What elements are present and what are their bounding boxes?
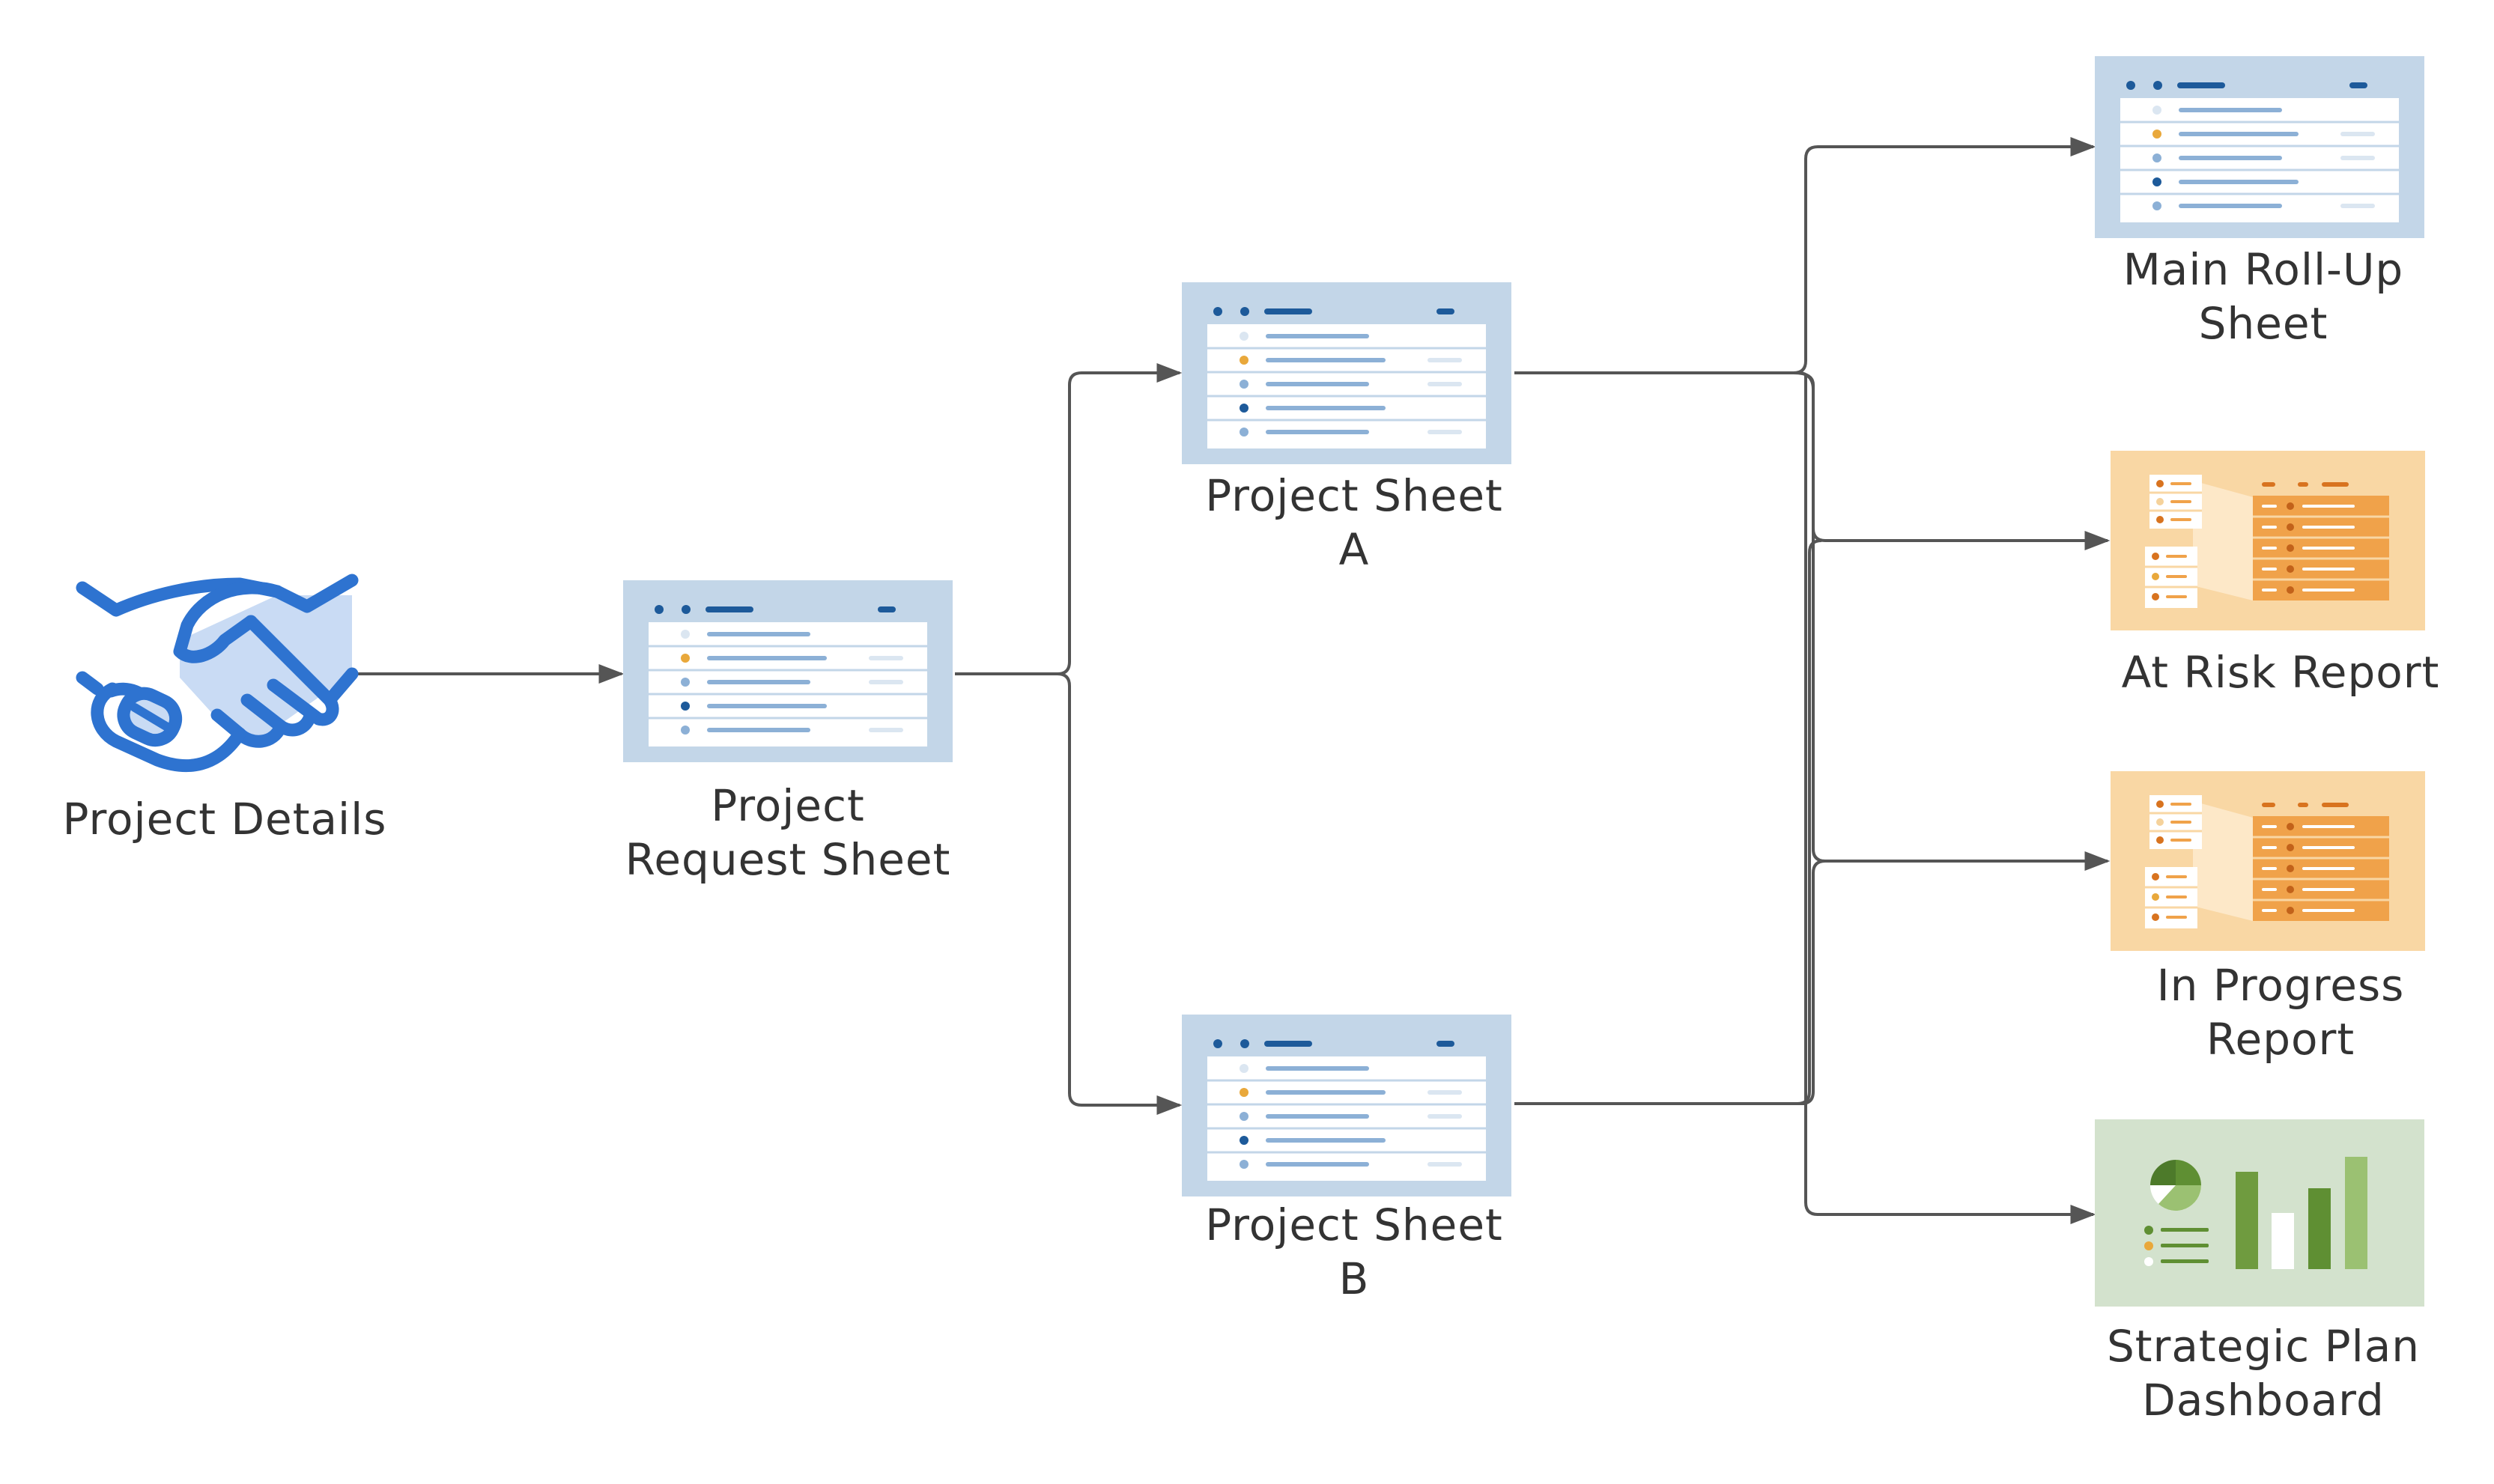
sheet-a-label-line2: A [1338,524,1370,575]
in-progress-report-icon [2111,771,2425,951]
request-sheet-label: Project Request Sheet [586,779,990,887]
in-progress-label-line1: In Progress [2156,960,2405,1011]
edge-sheet-a-to-at-risk [1793,371,2111,550]
at-risk-label: At Risk Report [2090,645,2472,699]
rollup-label-line2: Sheet [2198,298,2328,349]
dashboard-label-line1: Strategic Plan [2106,1321,2421,1372]
request-sheet-label-line1: Project [711,780,865,831]
sheet-a-label-line1: Project Sheet [1205,470,1503,521]
dashboard-label: Strategic Plan Dashboard [2069,1319,2458,1427]
sheet-b-label: Project Sheet B [1159,1198,1549,1306]
sheet-b-icon [1182,1015,1511,1196]
sheet-b-label-line1: Project Sheet [1205,1199,1503,1250]
edge-sheet-a-to-dashboard [1804,374,2096,1224]
at-risk-label-line1: At Risk Report [2121,647,2440,698]
request-sheet-icon [623,580,953,762]
edge-sheet-a-to-rollup [1514,137,2096,374]
in-progress-label-line2: Report [2206,1014,2355,1065]
request-sheet-label-line2: Request Sheet [625,834,951,885]
at-risk-report-icon [2111,451,2425,630]
rollup-sheet-icon [2095,56,2424,238]
rollup-label: Main Roll-Up Sheet [2069,243,2458,350]
edge-request-to-sheet-b [1057,672,1183,1115]
project-details-label-line1: Project Details [62,794,387,845]
sheet-b-label-line2: B [1338,1253,1370,1304]
edge-sheet-b-to-in-progress [1800,860,1826,1105]
edge-sheet-b-to-at-risk [1797,539,1822,1105]
dashboard-label-line2: Dashboard [2142,1375,2385,1426]
sheet-a-label: Project Sheet A [1159,469,1549,577]
dashboard-icon [2095,1119,2424,1307]
handshake-icon [76,574,359,773]
edge-sheet-a-to-in-progress [1800,371,2111,871]
sheet-a-icon [1182,282,1511,464]
edge-request-to-sheet-a [955,363,1183,675]
rollup-label-line1: Main Roll-Up [2123,244,2404,295]
connectors [352,137,2111,1224]
in-progress-label: In Progress Report [2090,958,2472,1066]
project-details-label: Project Details [30,792,419,846]
